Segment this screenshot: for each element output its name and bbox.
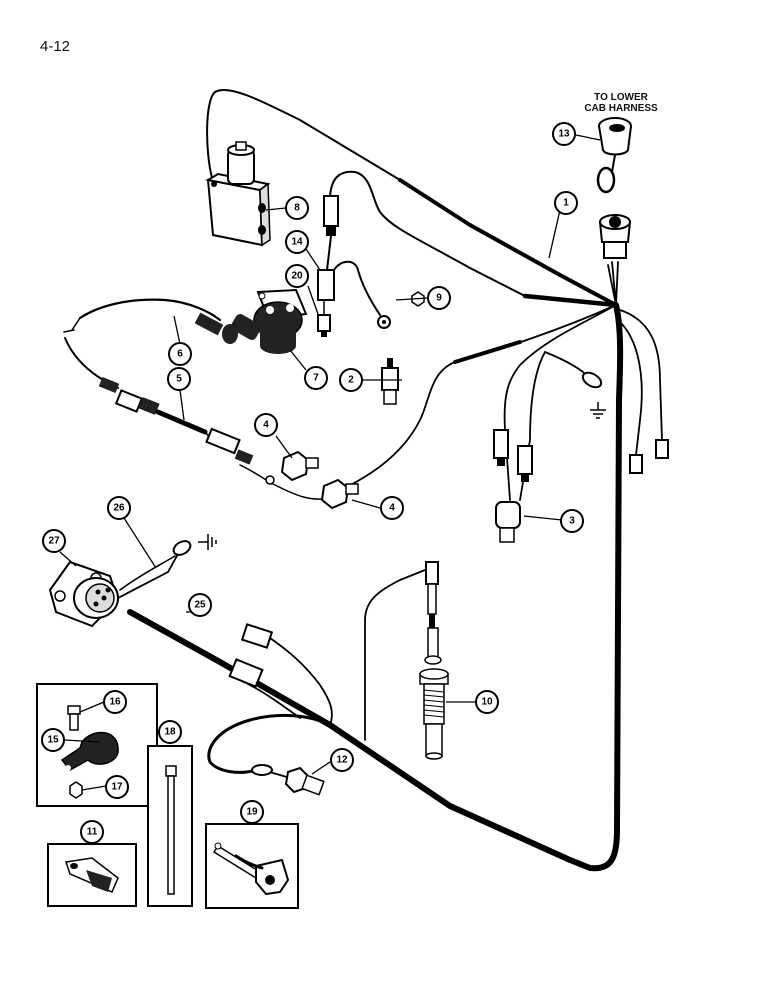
callout-10: 10 [475, 690, 499, 714]
callout-3: 3 [560, 509, 584, 533]
svg-text:9: 9 [436, 293, 442, 304]
svg-text:11: 11 [87, 827, 98, 838]
svg-text:3: 3 [569, 516, 575, 527]
note-line-1: TO LOWER [594, 92, 648, 103]
svg-text:12: 12 [336, 755, 348, 766]
eyelet-terminal [377, 315, 391, 329]
pressure-switch-3 [493, 429, 533, 543]
page-number: 4-12 [40, 38, 71, 55]
sender-4-lower [320, 478, 359, 510]
connector-20 [317, 299, 331, 337]
callout-6: 6 [168, 342, 192, 366]
connector-13 [596, 117, 632, 259]
terminal-6 [194, 312, 238, 344]
leader-lines [59, 134, 601, 791]
callout-27: 27 [42, 529, 66, 553]
callout-9: 9 [427, 286, 451, 310]
svg-text:5: 5 [176, 374, 182, 385]
callout-17: 17 [105, 775, 129, 799]
to-lower-cab-harness-note: TO LOWER CAB HARNESS [566, 92, 676, 114]
ground-eyelet [581, 371, 603, 389]
svg-text:6: 6 [177, 349, 183, 360]
callout-12: 12 [330, 748, 354, 772]
svg-text:26: 26 [113, 503, 125, 514]
callout-11: 11 [80, 820, 104, 844]
callout-4a: 4 [254, 413, 278, 437]
svg-text:4: 4 [389, 503, 395, 514]
callout-26: 26 [107, 496, 131, 520]
inset-box-11 [47, 843, 137, 907]
callout-25: 25 [188, 593, 212, 617]
callout-2: 2 [339, 368, 363, 392]
right-connectors [629, 439, 669, 474]
svg-text:4: 4 [263, 420, 269, 431]
svg-text:7: 7 [313, 373, 319, 384]
svg-text:2: 2 [348, 375, 354, 386]
svg-text:18: 18 [164, 727, 176, 738]
callout-20: 20 [285, 264, 309, 288]
callout-13: 13 [552, 122, 576, 146]
temperature-switch-2 [381, 358, 399, 405]
svg-text:15: 15 [47, 735, 59, 746]
svg-text:20: 20 [291, 271, 303, 282]
sender-4-upper [280, 450, 319, 482]
svg-text:16: 16 [109, 697, 121, 708]
eyelet-26 [172, 534, 217, 556]
callout-18: 18 [158, 720, 182, 744]
svg-text:8: 8 [294, 203, 300, 214]
harness-25-connectors [228, 623, 274, 688]
callout-1: 1 [554, 191, 578, 215]
note-line-2: CAB HARNESS [584, 103, 658, 114]
ground-symbol [590, 402, 606, 419]
callout-8: 8 [285, 196, 309, 220]
trailer-socket-27 [48, 560, 120, 628]
connector-14 [317, 195, 381, 316]
callout-7: 7 [304, 366, 328, 390]
callout-5: 5 [167, 367, 191, 391]
solenoid-valve [205, 141, 271, 247]
svg-text:1: 1 [563, 198, 569, 209]
svg-text:14: 14 [291, 237, 303, 248]
heater-10 [419, 561, 449, 760]
svg-text:17: 17 [111, 782, 123, 793]
callout-19: 19 [240, 800, 264, 824]
svg-text:10: 10 [481, 697, 493, 708]
svg-text:25: 25 [194, 600, 206, 611]
inset-box-18 [147, 745, 193, 907]
callout-14: 14 [285, 230, 309, 254]
svg-text:13: 13 [558, 129, 570, 140]
svg-text:19: 19 [246, 807, 258, 818]
starter-relay [231, 288, 308, 354]
callout-16: 16 [103, 690, 127, 714]
cable-5 [98, 376, 275, 485]
inset-box-19 [205, 823, 299, 909]
callout-15: 15 [41, 728, 65, 752]
sender-12 [251, 764, 325, 796]
main-harness [117, 88, 663, 872]
svg-text:27: 27 [48, 536, 60, 547]
callout-4b: 4 [380, 496, 404, 520]
